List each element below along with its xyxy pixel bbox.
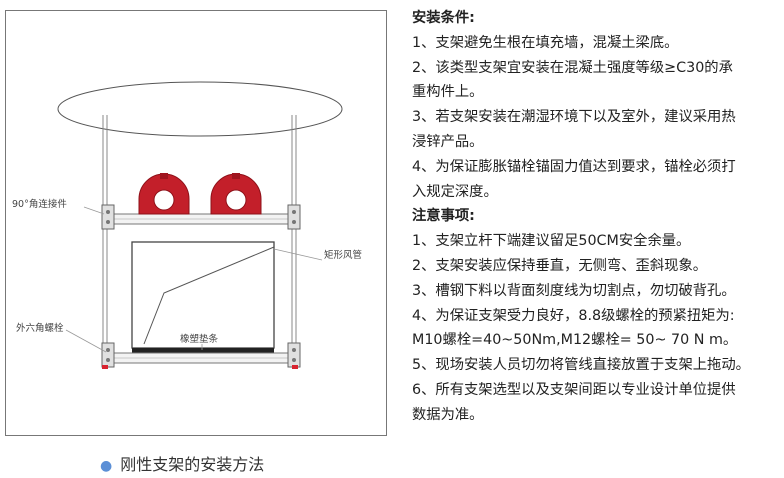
- rod-cap-left: [102, 365, 108, 369]
- text-line: 6、所有支架选型以及支架间距以专业设计单位提供: [412, 381, 736, 398]
- leader-hex-bolt: [65, 329, 107, 353]
- instructions-text: 安装条件: 1、支架避免生根在填充墙，混凝土梁底。 2、该类型支架宜安装在混凝土强…: [412, 6, 784, 428]
- angle-connector-upper-left: [101, 204, 115, 230]
- text-line: 浸锌产品。: [412, 133, 484, 150]
- support-drawing: 90°角连接件 矩形风管 外六角螺栓 橡塑垫条: [12, 81, 362, 369]
- text-line: 1、支架立杆下端建议留足50CM安全余量。: [412, 233, 691, 250]
- label-rubber-pad: 橡塑垫条: [180, 333, 219, 345]
- text-line: 2、支架安装应保持垂直，无侧弯、歪斜现象。: [412, 257, 708, 274]
- pipe-clamp-right: [210, 173, 262, 215]
- vertical-rod-right: [291, 115, 297, 351]
- figure-caption: ● 刚性支架的安装方法: [100, 451, 264, 475]
- text-line: 入规定深度。: [412, 183, 498, 200]
- conditions-heading: 安装条件:: [412, 10, 475, 26]
- text-line: 4、为保证膨胀锚栓锚固力值达到要求，锚栓必须打: [412, 158, 736, 175]
- angle-connector-lower-left: [101, 342, 115, 368]
- upper-crossbeam: [105, 213, 297, 225]
- label-hex-bolt: 外六角螺栓: [16, 322, 64, 334]
- text-line: 3、若支架安装在潮湿环境下以及室外，建议采用热: [412, 109, 736, 126]
- label-angle-connector: 90°角连接件: [12, 198, 67, 210]
- text-line: 3、槽钢下料以背面刻度线为切割点，勿切破背孔。: [412, 282, 736, 299]
- text-line: M10螺栓=40~50Nm,M12螺栓= 50~ 70 N m。: [412, 332, 738, 349]
- vertical-rod-left: [102, 115, 108, 351]
- notes-list: 1、支架立杆下端建议留足50CM安全余量。 2、支架安装应保持垂直，无侧弯、歪斜现…: [412, 229, 784, 427]
- text-line: 数据为准。: [412, 406, 484, 423]
- installation-diagram: 90°角连接件 矩形风管 外六角螺栓 橡塑垫条: [5, 10, 387, 436]
- lower-crossbeam: [105, 352, 297, 364]
- bullet-icon: ●: [100, 458, 113, 474]
- text-line: 5、现场安装人员切勿将管线直接放置于支架上拖动。: [412, 357, 750, 374]
- text-line: 重构件上。: [412, 84, 484, 101]
- text-line: 2、该类型支架宜安装在混凝土强度等级≥C30的承: [412, 59, 733, 76]
- rubber-pad: [132, 348, 274, 353]
- text-line: 4、为保证支架受力良好，8.8级螺栓的预紧扭矩为:: [412, 307, 735, 324]
- text-line: 1、支架避免生根在填充墙，混凝土梁底。: [412, 34, 679, 51]
- angle-connector-lower-right: [287, 342, 301, 368]
- rect-duct: [131, 241, 275, 349]
- caption-text: 刚性支架的安装方法: [120, 455, 265, 474]
- angle-connector-upper-right: [287, 204, 301, 230]
- conditions-list: 1、支架避免生根在填充墙，混凝土梁底。 2、该类型支架宜安装在混凝土强度等级≥C3…: [412, 31, 784, 205]
- leader-rect-duct: [273, 248, 323, 261]
- ceiling-slab: [57, 81, 343, 137]
- pipe-clamp-left: [138, 173, 190, 215]
- rod-cap-right: [292, 365, 298, 369]
- notes-heading: 注意事项:: [412, 208, 475, 225]
- label-rect-duct: 矩形风管: [324, 249, 362, 261]
- leader-angle-connector: [83, 206, 105, 215]
